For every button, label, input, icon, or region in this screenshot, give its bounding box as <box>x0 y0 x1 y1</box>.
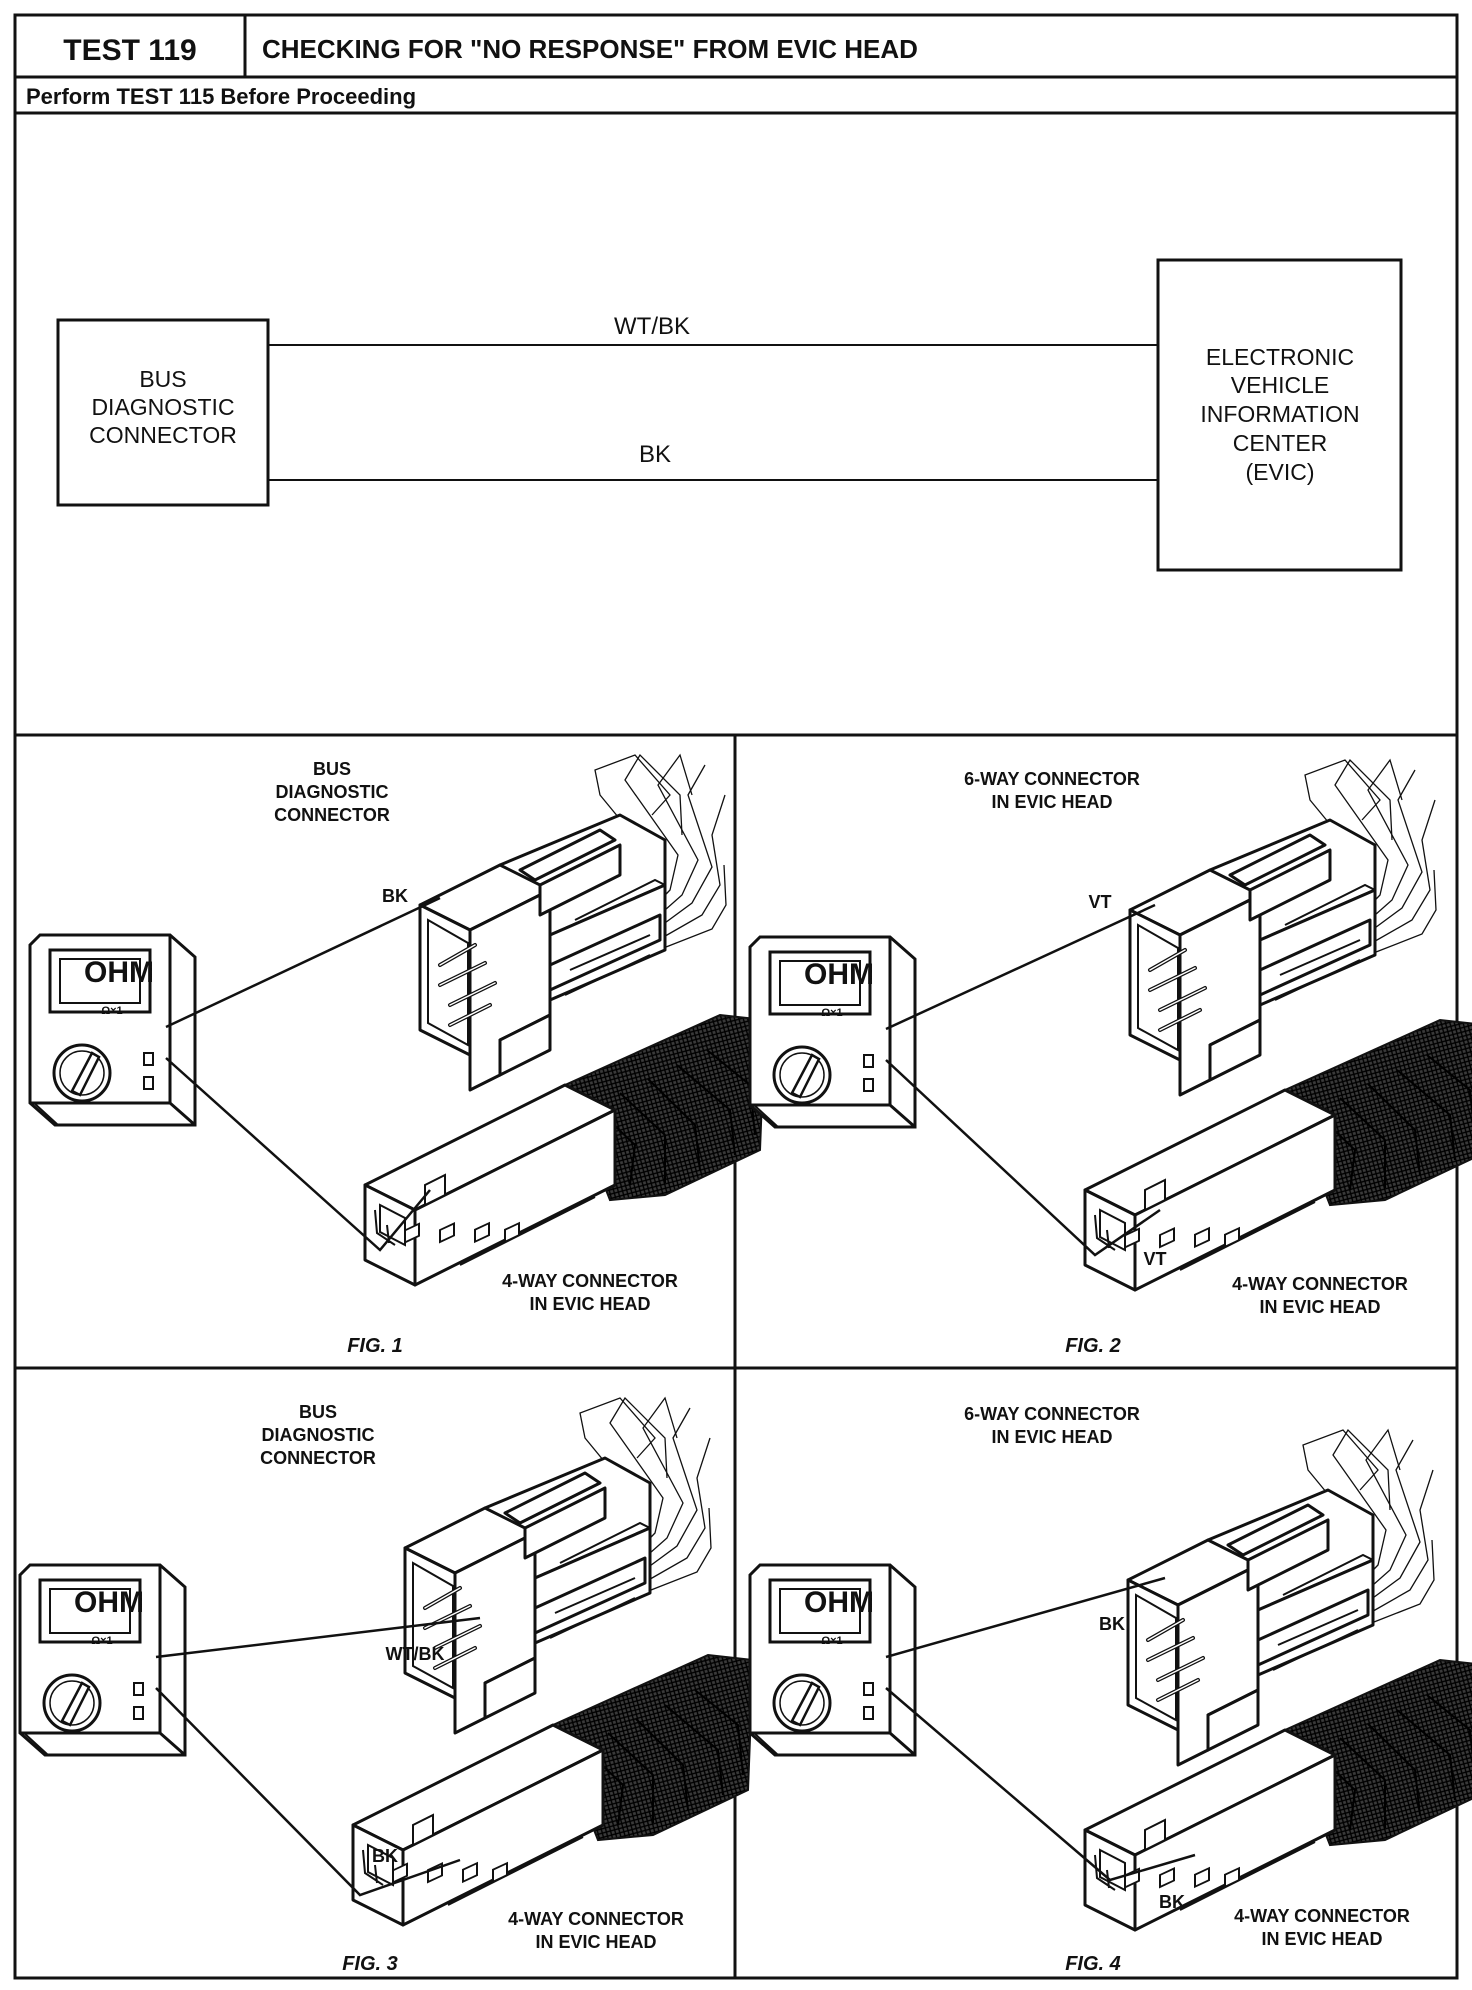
fig4-meter-range: Ω×1 <box>821 1635 842 1647</box>
fig4-meter-display: OHM <box>804 1586 874 1619</box>
fig1-meter-display: OHM <box>84 956 154 989</box>
fig2-probe-lead-top <box>885 903 1156 1031</box>
right-box-line-3: INFORMATION <box>1200 401 1359 427</box>
evic-box <box>1156 258 1403 572</box>
fig1-4-way-connector <box>363 1013 767 1287</box>
bus-diagnostic-connector-box <box>56 318 270 507</box>
fig3-caption: FIG. 3 <box>342 1953 398 1975</box>
fig3-top-label-3: CONNECTOR <box>260 1448 376 1468</box>
fig2-bottom-label-2: IN EVIC HEAD <box>1259 1297 1380 1317</box>
fig4-top-wire-label: BK <box>1099 1614 1125 1634</box>
fig2-top-label-1: 6-WAY CONNECTOR <box>964 769 1140 789</box>
fig3-meter-range: Ω×1 <box>91 1635 112 1647</box>
fig3-top-label-2: DIAGNOSTIC <box>261 1425 374 1445</box>
fig4-caption: FIG. 4 <box>1065 1953 1121 1975</box>
fig1-caption: FIG. 1 <box>347 1335 403 1357</box>
prerequisite-note: Perform TEST 115 Before Proceeding <box>26 84 416 109</box>
fig1-bottom-label-2: IN EVIC HEAD <box>529 1294 650 1314</box>
fig2-meter-range: Ω×1 <box>821 1007 842 1019</box>
fig4-probe-lead-bottom <box>885 1687 1196 1882</box>
fig4-probe-lead-top <box>885 1576 1166 1659</box>
left-box-line-1: BUS <box>139 366 186 392</box>
fig4-top-label-1: 6-WAY CONNECTOR <box>964 1404 1140 1424</box>
left-box-line-3: CONNECTOR <box>89 422 237 448</box>
fig2-bottom-wire-label: VT <box>1143 1249 1166 1269</box>
fig3-probe-lead-bottom <box>155 1687 461 1897</box>
fig1-probe-lead-top <box>165 896 441 1029</box>
schematic: BUS DIAGNOSTIC CONNECTOR ELECTRONIC VEHI… <box>56 258 1403 572</box>
right-box-line-4: CENTER <box>1233 430 1328 456</box>
fig2-probe-lead-bottom <box>885 1059 1161 1257</box>
fig3-4-way-connector <box>351 1653 755 1927</box>
test-id: TEST 119 <box>63 34 196 67</box>
fig2-top-label-2: IN EVIC HEAD <box>991 792 1112 812</box>
right-box-line-1: ELECTRONIC <box>1206 344 1354 370</box>
left-box-line-2: DIAGNOSTIC <box>91 394 234 420</box>
fig3-bottom-label-1: 4-WAY CONNECTOR <box>508 1909 684 1929</box>
right-box-line-5: (EVIC) <box>1246 459 1315 485</box>
fig1-top-label-3: CONNECTOR <box>274 805 390 825</box>
fig1-bottom-label-1: 4-WAY CONNECTOR <box>502 1271 678 1291</box>
fig2-caption: FIG. 2 <box>1065 1335 1121 1357</box>
fig2-bottom-label-1: 4-WAY CONNECTOR <box>1232 1274 1408 1294</box>
fig2-top-wire-label: VT <box>1088 892 1111 912</box>
figure-4: 6-WAY CONNECTOR IN EVIC HEAD OHM Ω×1 BK … <box>748 1404 1472 1975</box>
test-title: CHECKING FOR "NO RESPONSE" FROM EVIC HEA… <box>262 34 918 64</box>
fig1-top-label-1: BUS <box>313 759 351 779</box>
fig3-bottom-label-2: IN EVIC HEAD <box>535 1932 656 1952</box>
fig1-top-wire-label: BK <box>382 886 408 906</box>
fig1-probe-lead-bottom <box>165 1057 431 1252</box>
fig3-top-wire-label: WT/BK <box>386 1644 445 1664</box>
fig4-bottom-wire-label: BK <box>1159 1892 1185 1912</box>
fig4-bottom-label-1: 4-WAY CONNECTOR <box>1234 1906 1410 1926</box>
fig3-top-label-1: BUS <box>299 1402 337 1422</box>
figure-2: 6-WAY CONNECTOR IN EVIC HEAD OHM Ω×1 VT … <box>748 758 1472 1357</box>
wire-top-label: WT/BK <box>614 313 690 340</box>
fig3-bottom-wire-label: BK <box>372 1846 398 1866</box>
right-box-line-2: VEHICLE <box>1231 372 1329 398</box>
fig1-top-label-2: DIAGNOSTIC <box>275 782 388 802</box>
fig4-bottom-label-2: IN EVIC HEAD <box>1261 1929 1382 1949</box>
figure-3: BUS DIAGNOSTIC CONNECTOR OHM Ω×1 WT/BK B… <box>18 1396 755 1975</box>
figure-1: BUS DIAGNOSTIC CONNECTOR OHM Ω×1 BK 4-WA… <box>28 753 767 1357</box>
fig4-top-label-2: IN EVIC HEAD <box>991 1427 1112 1447</box>
fig2-meter-display: OHM <box>804 958 874 991</box>
wire-bottom-label: BK <box>639 441 671 468</box>
fig3-probe-lead-top <box>155 1616 481 1659</box>
fig1-meter-range: Ω×1 <box>101 1005 122 1017</box>
fig3-meter-display: OHM <box>74 1586 144 1619</box>
